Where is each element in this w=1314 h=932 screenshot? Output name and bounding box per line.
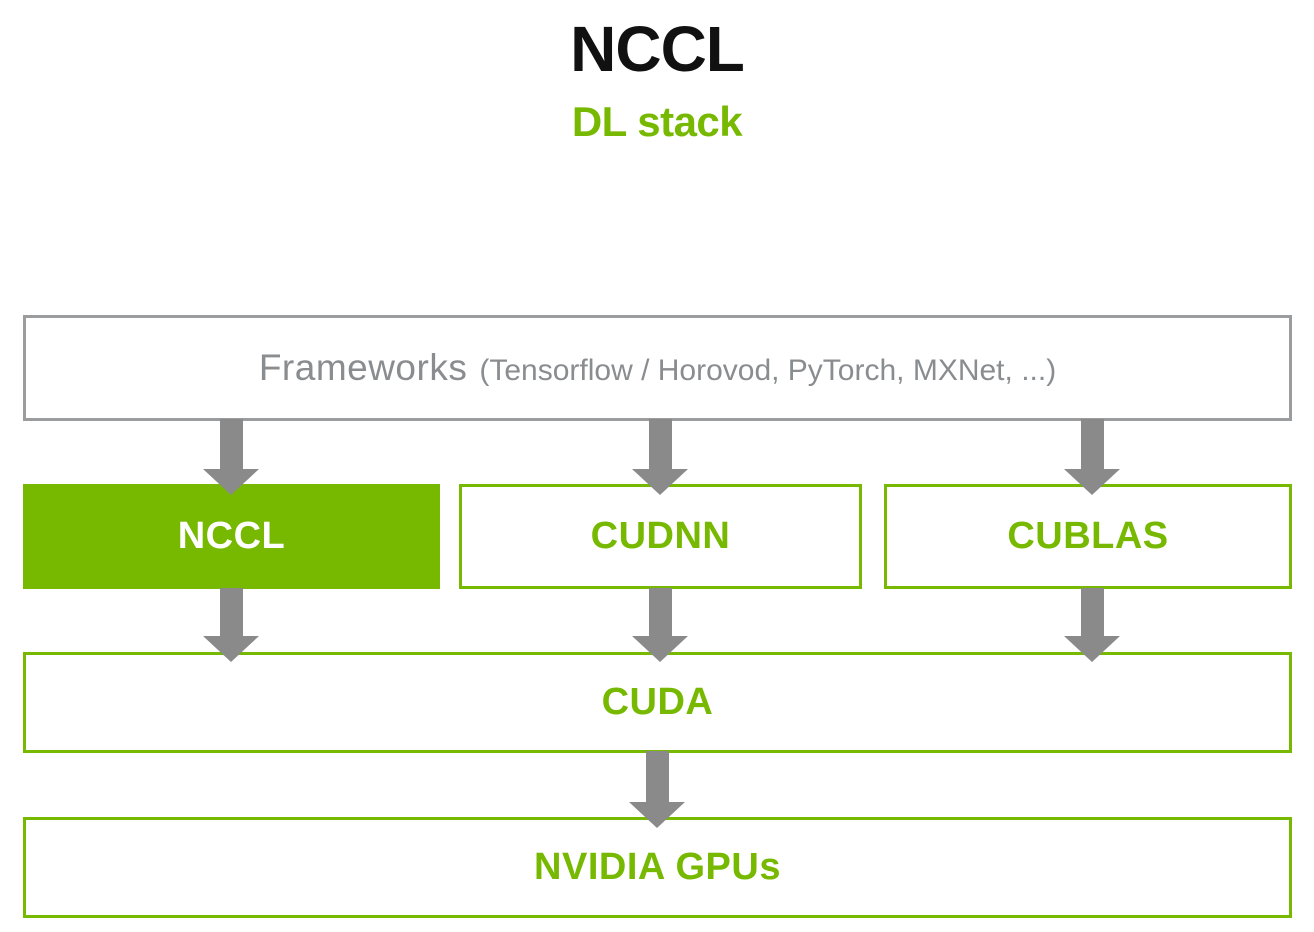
down-arrow-icon (632, 588, 688, 662)
arrow-head (632, 469, 688, 495)
arrow-head (1064, 636, 1120, 662)
arrow-stem (1080, 419, 1104, 469)
page-subtitle: DL stack (571, 98, 743, 145)
nccl-box: NCCL (23, 484, 440, 589)
down-arrow-icon (1064, 588, 1120, 662)
frameworks-label: Frameworks (Tensorflow / Horovod, PyTorc… (259, 347, 1056, 389)
arrow-head (629, 802, 685, 828)
arrow-stem (219, 588, 243, 636)
down-arrow-icon (629, 751, 685, 828)
cublas-box-label: CUBLAS (1007, 515, 1169, 557)
cudnn-box: CUDNN (459, 484, 862, 589)
page-title: NCCL (570, 13, 745, 85)
arrow-stem (648, 588, 672, 636)
arrow-stem (1080, 588, 1104, 636)
arrow-head (1064, 469, 1120, 495)
arrow-head (632, 636, 688, 662)
cuda-box: CUDA (23, 652, 1292, 753)
arrow-stem (645, 751, 669, 802)
nvidia-gpus-box: NVIDIA GPUs (23, 817, 1292, 918)
arrow-head (203, 636, 259, 662)
frameworks-box: Frameworks (Tensorflow / Horovod, PyTorc… (23, 315, 1292, 421)
cudnn-box-label: CUDNN (590, 515, 731, 557)
down-arrow-icon (203, 588, 259, 662)
frameworks-label-main: Frameworks (258, 347, 468, 388)
arrow-head (203, 469, 259, 495)
frameworks-label-detail: (Tensorflow / Horovod, PyTorch, MXNet, .… (479, 354, 1057, 387)
down-arrow-icon (203, 419, 259, 495)
nccl-box-label: NCCL (177, 515, 286, 557)
cublas-box: CUBLAS (884, 484, 1292, 589)
cuda-box-label: CUDA (601, 681, 714, 723)
nvidia-gpus-box-label: NVIDIA GPUs (534, 846, 781, 888)
down-arrow-icon (632, 419, 688, 495)
arrow-stem (219, 419, 243, 469)
arrow-stem (648, 419, 672, 469)
down-arrow-icon (1064, 419, 1120, 495)
